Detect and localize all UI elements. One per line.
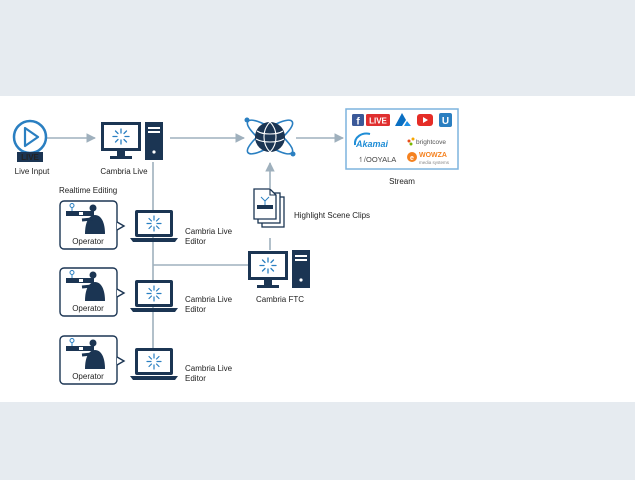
wowza-text: WOWZA	[419, 152, 447, 159]
tower-icon	[145, 122, 163, 160]
operator-label-2: Operator	[72, 304, 104, 313]
stream-label: Stream	[389, 177, 415, 186]
cambria-live-label: Cambria Live	[100, 167, 148, 176]
laptop-icon	[130, 348, 178, 380]
bottom-band	[0, 402, 635, 480]
editor-label-3-line1: Cambria Live	[185, 364, 233, 373]
cambria-live-node: Cambria Live	[100, 122, 163, 176]
operator-label-1: Operator	[72, 237, 104, 246]
svg-text:f: f	[356, 117, 360, 128]
top-band	[0, 0, 635, 96]
ooyala-text: OOYALA	[366, 155, 396, 164]
cambria-ftc-label: Cambria FTC	[256, 295, 304, 304]
svg-text:U: U	[442, 116, 449, 127]
akamai-text: Akamai	[355, 139, 389, 149]
monitor-icon	[101, 122, 141, 159]
editor-label-1-line1: Cambria Live	[185, 227, 233, 236]
globe-icon	[244, 117, 296, 157]
operator-icon	[66, 338, 105, 369]
brightcove-logo: brightcove	[407, 137, 446, 146]
wowza-sub-text: media systems	[419, 160, 450, 165]
operator-icon	[66, 270, 105, 301]
realtime-editing-label: Realtime Editing	[59, 186, 117, 195]
editor-label-2-line1: Cambria Live	[185, 295, 233, 304]
azure-icon	[395, 113, 411, 126]
facebook-live-text: LIVE	[369, 116, 387, 125]
laptop-icon	[130, 280, 178, 312]
editor-label-1-line2: Editor	[185, 237, 206, 246]
highlight-clips-label: Highlight Scene Clips	[294, 211, 370, 220]
operator-icon	[66, 203, 105, 234]
live-badge	[17, 152, 43, 162]
stream-destinations-box: f LIVE U Akamai brightcove ↿/	[345, 108, 459, 186]
svg-text:e: e	[410, 155, 414, 162]
facebook-icon: f	[352, 114, 364, 128]
akamai-logo: Akamai	[353, 132, 389, 149]
ooyala-logo: ↿/ OOYALA	[358, 155, 396, 164]
live-input-label: Live Input	[15, 167, 50, 176]
live-badge-text: LIVE	[21, 153, 39, 162]
editor-laptop-1: Cambria Live Editor	[130, 210, 233, 246]
laptop-icon	[130, 210, 178, 242]
monitor-icon	[248, 251, 288, 288]
editor-laptop-2: Cambria Live Editor	[130, 280, 233, 314]
live-play-icon: LIVE	[12, 119, 48, 162]
document-stack-icon	[253, 188, 285, 228]
svg-text:↿/: ↿/	[358, 156, 366, 164]
facebook-live-badge: LIVE	[366, 114, 390, 126]
operator-label-3: Operator	[72, 372, 104, 381]
tower-icon	[292, 250, 310, 288]
editor-laptop-3: Cambria Live Editor	[130, 348, 233, 383]
operator-card-2: Operator	[59, 267, 126, 317]
live-input-node: LIVE Live Input	[12, 119, 50, 176]
operator-card-3: Operator	[59, 335, 126, 385]
editor-label-2-line2: Editor	[185, 305, 206, 314]
cambria-ftc-node: Cambria FTC	[248, 250, 310, 304]
ustream-icon: U	[439, 113, 452, 127]
connectors	[44, 133, 344, 348]
youtube-icon	[417, 114, 433, 126]
editor-label-3-line2: Editor	[185, 374, 206, 383]
operator-card-1: Operator	[59, 200, 126, 250]
highlight-clips-node: Highlight Scene Clips	[253, 188, 370, 228]
wowza-logo: e WOWZA media systems	[407, 152, 450, 165]
brightcove-text: brightcove	[416, 139, 446, 146]
